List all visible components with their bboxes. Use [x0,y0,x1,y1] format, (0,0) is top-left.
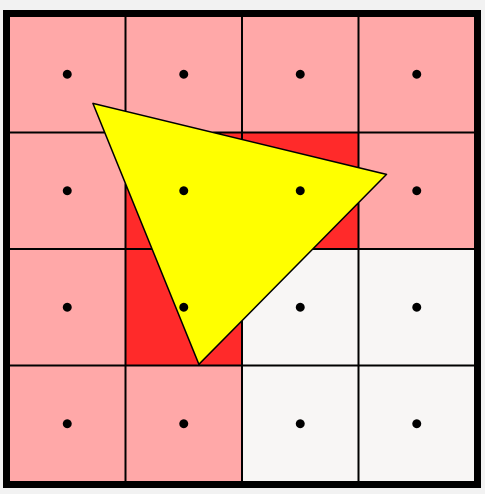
sample-dot [295,186,305,196]
sample-dot [62,186,72,196]
sample-dot [179,186,189,196]
sample-dot [412,69,422,79]
outer-frame [3,10,481,488]
sample-dot [412,419,422,429]
sample-dot [295,419,305,429]
sample-dot [62,69,72,79]
sample-dot [179,419,189,429]
sample-dot [295,302,305,312]
sample-dot [62,419,72,429]
sample-dot [179,302,189,312]
sample-dot [412,186,422,196]
sample-dots [62,69,422,429]
sample-dot [179,69,189,79]
sample-dot [295,69,305,79]
sample-dot [62,302,72,312]
triangle [92,102,388,366]
sample-dot [412,302,422,312]
